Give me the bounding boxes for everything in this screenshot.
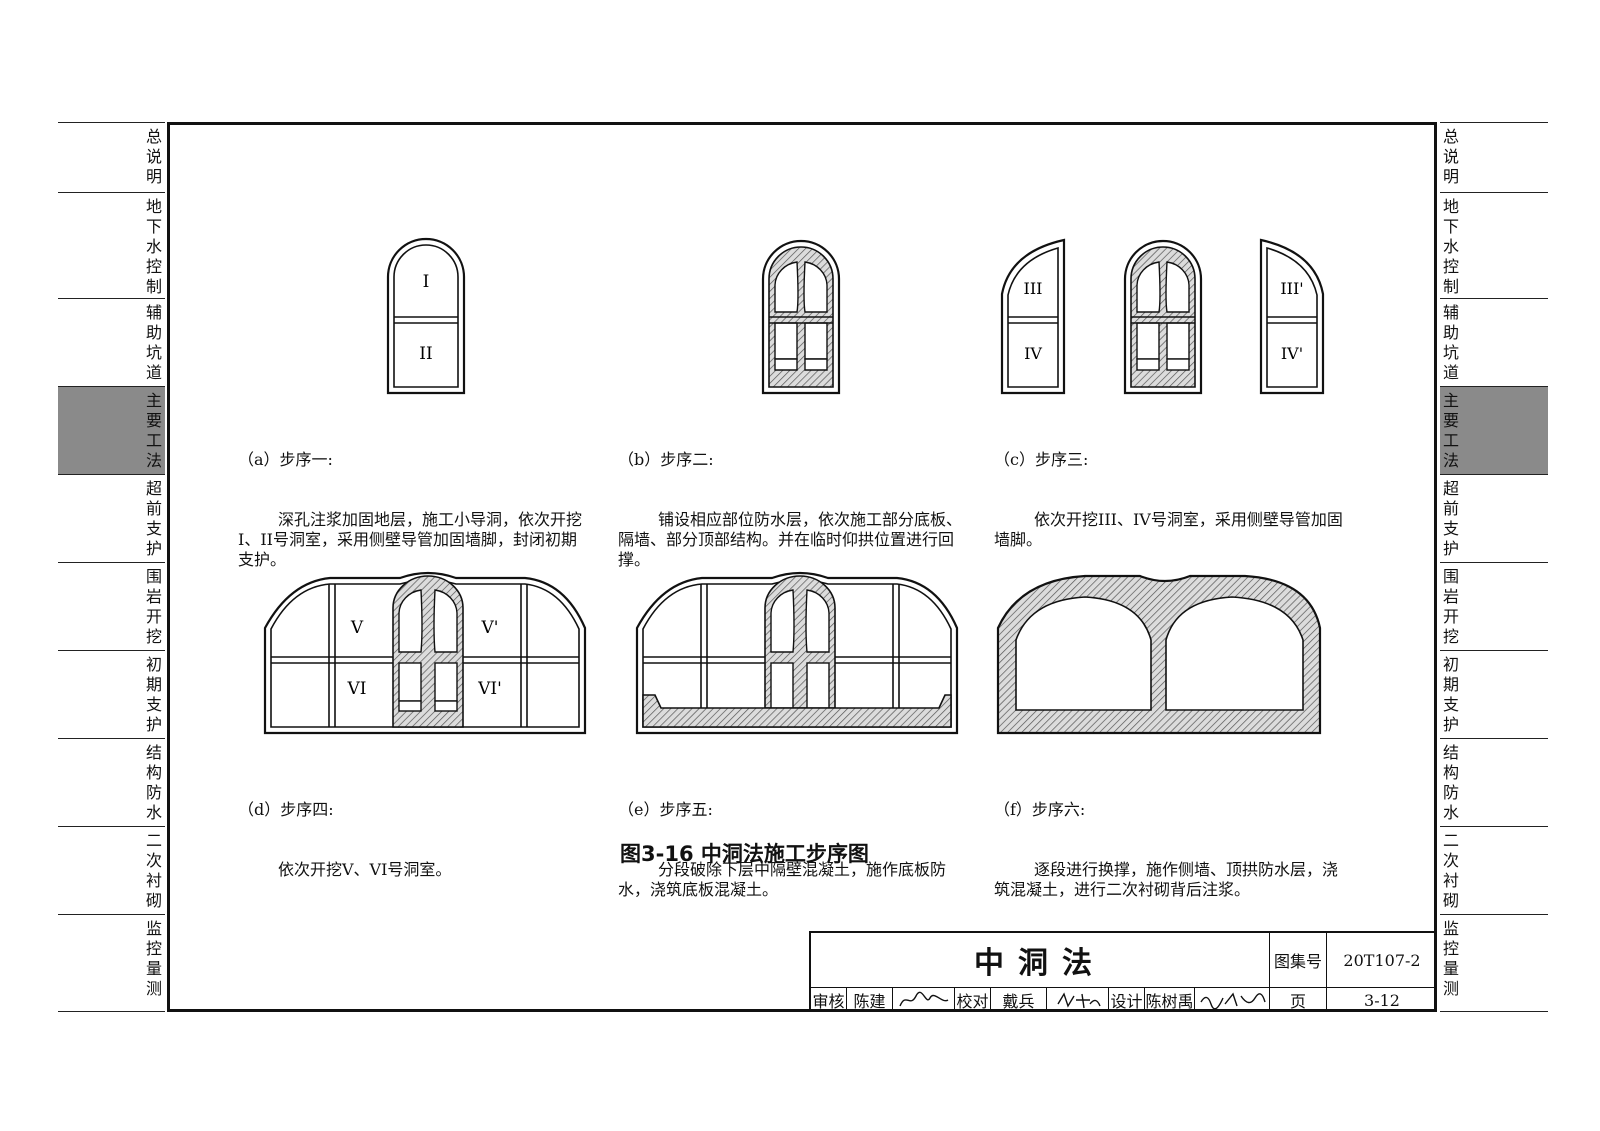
- caption-step-f: （f）步序六: 逐段进行换撑，施作侧墙、顶拱防水层，浇筑混凝土，进行二次衬砌背后…: [994, 800, 1339, 899]
- diagram-step-c: III IV III' IV': [1000, 238, 1325, 395]
- side-tab-groundwater-control[interactable]: 地下水控制: [58, 192, 165, 299]
- designer-signature: [1195, 988, 1270, 1012]
- side-tab-monitoring[interactable]: 监控量测: [58, 914, 165, 1012]
- page-number: 3-12: [1364, 990, 1400, 1010]
- caption-step-b: （b）步序二: 铺设相应部位防水层，依次施工部分底板、隔墙、部分顶部结构。并在临…: [618, 450, 963, 569]
- atlas-number-label: 图集号: [1270, 933, 1327, 988]
- chamber-label-III: III: [1024, 279, 1043, 298]
- diagram-step-d: V V' VI VI': [263, 571, 587, 735]
- chamber-label-V-prime: V': [481, 618, 499, 638]
- side-tab-initial-support[interactable]: 初期支护: [58, 650, 165, 739]
- side-tab-advance-support[interactable]: 超前支护: [58, 474, 165, 563]
- side-tab-main-methods[interactable]: 主要工法: [58, 386, 165, 475]
- side-tab-rock-excavation-right[interactable]: 围岩开挖: [1440, 562, 1548, 651]
- drawing-name: 中洞法: [811, 933, 1270, 988]
- designer-name: 陈树禹: [1145, 988, 1195, 1012]
- atlas-number: 20T107-2: [1327, 933, 1437, 988]
- drawing-frame: [167, 122, 1437, 1012]
- chamber-label-III-prime: III': [1280, 279, 1303, 298]
- page-label: 页: [1270, 988, 1327, 1012]
- right-tabs-bottom-rule: [1440, 1011, 1548, 1012]
- checker-signature-mark: [1056, 992, 1101, 1009]
- side-tab-general-notes[interactable]: 总说明: [58, 122, 165, 193]
- checker-signature: [1047, 988, 1109, 1012]
- chamber-label-VI: VI: [347, 679, 367, 699]
- side-tab-main-methods-right[interactable]: 主要工法: [1440, 386, 1548, 475]
- check-label: 校对: [955, 988, 991, 1012]
- diagram-step-e: [635, 571, 959, 735]
- reviewer-name: 陈建: [847, 988, 893, 1012]
- diagram-step-a: I II: [386, 237, 466, 395]
- side-tab-secondary-lining[interactable]: 二次衬砌: [58, 826, 165, 915]
- reviewer-signature: [893, 988, 955, 1012]
- side-tab-secondary-lining-right[interactable]: 二次衬砌: [1440, 826, 1548, 915]
- review-label: 审核: [811, 988, 847, 1012]
- side-tab-auxiliary-adit[interactable]: 辅助坑道: [58, 298, 165, 387]
- chamber-label-IV-prime: IV': [1281, 344, 1303, 363]
- caption-step-a: （a）步序一: 深孔注浆加固地层，施工小导洞，依次开挖I、II号洞室，采用侧壁导…: [238, 450, 583, 569]
- checker-name: 戴兵: [991, 988, 1047, 1012]
- designer-signature-mark: [1200, 992, 1266, 1010]
- title-block: 中洞法 图集号 20T107-2 审核 陈建 校对 戴兵 设计 陈树禹 页 3-…: [809, 931, 1437, 1012]
- caption-step-c: （c）步序三: 依次开挖III、IV号洞室，采用侧壁导管加固墙脚。: [994, 450, 1343, 549]
- chamber-label-I: I: [423, 272, 430, 292]
- side-tab-waterproofing-right[interactable]: 结构防水: [1440, 738, 1548, 827]
- chamber-label-VI-prime: VI': [477, 679, 502, 699]
- chamber-label-V: V: [350, 618, 364, 638]
- reviewer-signature-mark: [898, 991, 948, 1007]
- design-label: 设计: [1109, 988, 1145, 1012]
- side-tab-monitoring-right[interactable]: 监控量测: [1440, 914, 1548, 1012]
- side-tab-groundwater-control-right[interactable]: 地下水控制: [1440, 192, 1548, 299]
- diagram-step-b: [761, 239, 841, 395]
- caption-step-d: （d）步序四: 依次开挖V、VI号洞室。: [238, 800, 452, 879]
- caption-step-e: （e）步序五: 分段破除下层中隔壁混凝土，施作底板防水，浇筑底板混凝土。: [618, 800, 947, 899]
- side-tab-rock-excavation[interactable]: 围岩开挖: [58, 562, 165, 651]
- diagram-step-f: [996, 574, 1322, 735]
- left-tabs-bottom-rule: [58, 1011, 165, 1012]
- side-tab-initial-support-right[interactable]: 初期支护: [1440, 650, 1548, 739]
- side-tab-waterproofing[interactable]: 结构防水: [58, 738, 165, 827]
- chamber-label-IV: IV: [1024, 344, 1042, 363]
- side-tab-general-notes-right[interactable]: 总说明: [1440, 122, 1548, 193]
- chamber-label-II: II: [419, 344, 432, 364]
- figure-title: 图3-16 中洞法施工步序图: [620, 842, 869, 866]
- side-tab-auxiliary-adit-right[interactable]: 辅助坑道: [1440, 298, 1548, 387]
- side-tab-advance-support-right[interactable]: 超前支护: [1440, 474, 1548, 563]
